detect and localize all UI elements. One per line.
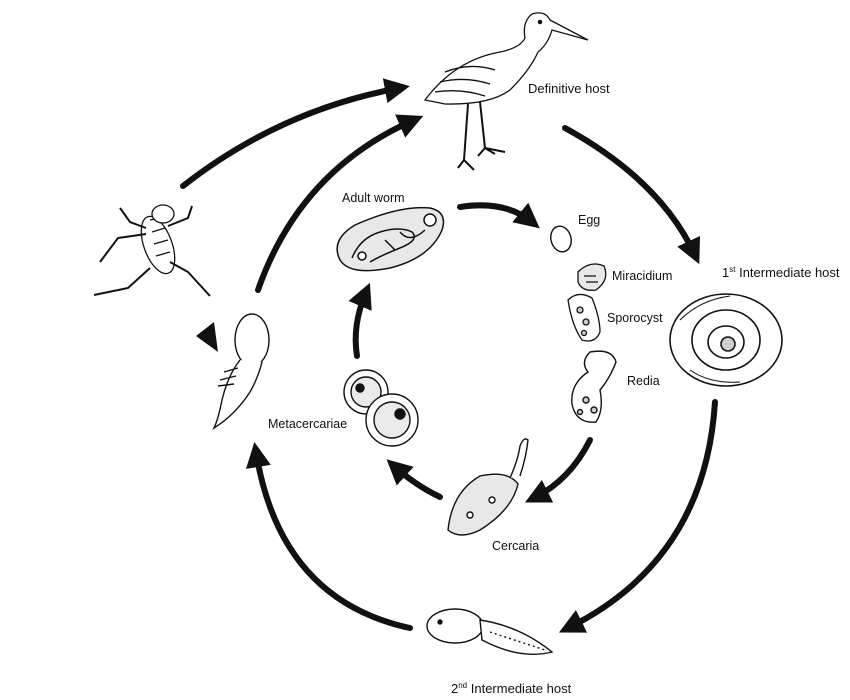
label-second-intermediate-sup: nd [458, 681, 467, 690]
label-first-intermediate-rest: Intermediate host [735, 265, 839, 280]
arrow-metacercaria-to-bird [255, 114, 424, 293]
label-miracidium: Miracidium [612, 269, 672, 283]
arrow-to-frog-head [196, 322, 218, 352]
miracidium-illustration [577, 263, 607, 291]
outer-cycle-arrows [180, 78, 718, 633]
arrow-metacercariae-to-adult [348, 282, 372, 359]
label-first-intermediate-sup: st [729, 265, 736, 274]
adult-worm-illustration [336, 206, 445, 272]
label-cercaria: Cercaria [492, 539, 539, 553]
cercaria-illustration [447, 438, 529, 536]
label-first-intermediate-prefix: 1 [722, 265, 729, 280]
arrow-tadpole-to-metacercaria-host [245, 442, 413, 631]
label-sporocyst: Sporocyst [607, 311, 663, 325]
label-definitive-host: Definitive host [528, 81, 610, 96]
arrow-frog-to-bird [180, 78, 410, 189]
arrow-snail-to-tadpole [558, 399, 718, 633]
cyst-tail-illustration [212, 313, 270, 430]
arrow-cercaria-to-metacercariae [386, 459, 443, 500]
egg-illustration [550, 225, 572, 253]
label-redia: Redia [627, 374, 660, 388]
arrow-redia-to-cercaria [524, 437, 593, 503]
label-second-intermediate-rest: Intermediate host [467, 681, 571, 696]
label-metacercariae: Metacercariae [268, 417, 347, 431]
label-adult-worm: Adult worm [342, 191, 405, 205]
label-second-intermediate-host: 2nd Intermediate host [451, 681, 572, 696]
arrow-bird-to-snail [562, 125, 701, 265]
sporocyst-illustration [567, 293, 601, 342]
metacercariae-illustration [343, 369, 419, 447]
snail-illustration [669, 293, 783, 387]
label-second-intermediate-prefix: 2 [451, 681, 458, 696]
frog-illustration [93, 204, 211, 297]
inner-cycle-arrows [348, 202, 593, 503]
tadpole-illustration [426, 608, 554, 655]
arrow-adult-to-egg [457, 202, 540, 229]
label-first-intermediate-host: 1st Intermediate host [722, 265, 840, 280]
label-egg: Egg [578, 213, 600, 227]
redia-illustration [571, 350, 617, 423]
egret-illustration [423, 12, 589, 171]
